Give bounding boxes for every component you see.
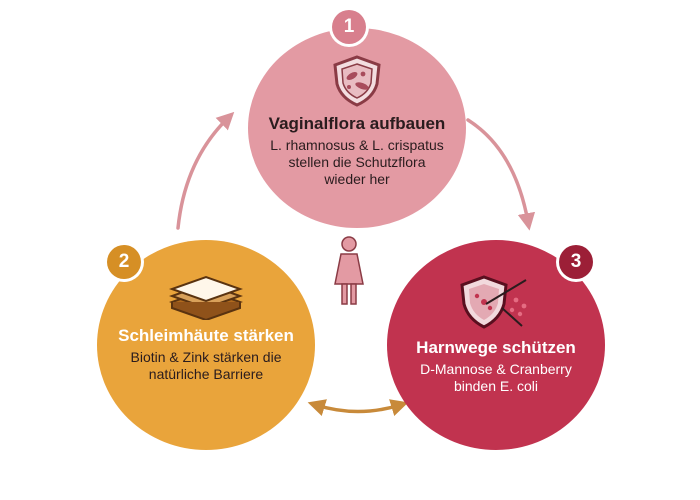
step-1-circle: Vaginalflora aufbauen L. rhamnosus & L. … — [248, 28, 466, 228]
blocked-bacteria-shield-icon — [456, 274, 536, 332]
step-2-badge: 2 — [107, 245, 141, 279]
step-2-title: Schleimhäute stärken — [118, 326, 294, 345]
arrow-2-to-1 — [176, 111, 235, 230]
arrow-1-to-3 — [466, 118, 536, 231]
step-1-description: L. rhamnosus & L. crispatus stellen die … — [270, 137, 444, 187]
step-2-description: Biotin & Zink stärken die natürliche Bar… — [130, 349, 282, 382]
step-1-title: Vaginalflora aufbauen — [268, 114, 446, 133]
step-3-title: Harnwege schützen — [416, 338, 576, 357]
skin-layers-icon — [164, 274, 248, 320]
arrow-3-to-2 — [307, 399, 409, 416]
step-1-badge: 1 — [332, 10, 366, 44]
bacteria-shield-icon — [329, 54, 385, 108]
woman-icon — [333, 236, 365, 311]
step-3-description: D-Mannose & Cranberry binden E. coli — [420, 361, 572, 394]
step-3-badge: 3 — [559, 245, 593, 279]
